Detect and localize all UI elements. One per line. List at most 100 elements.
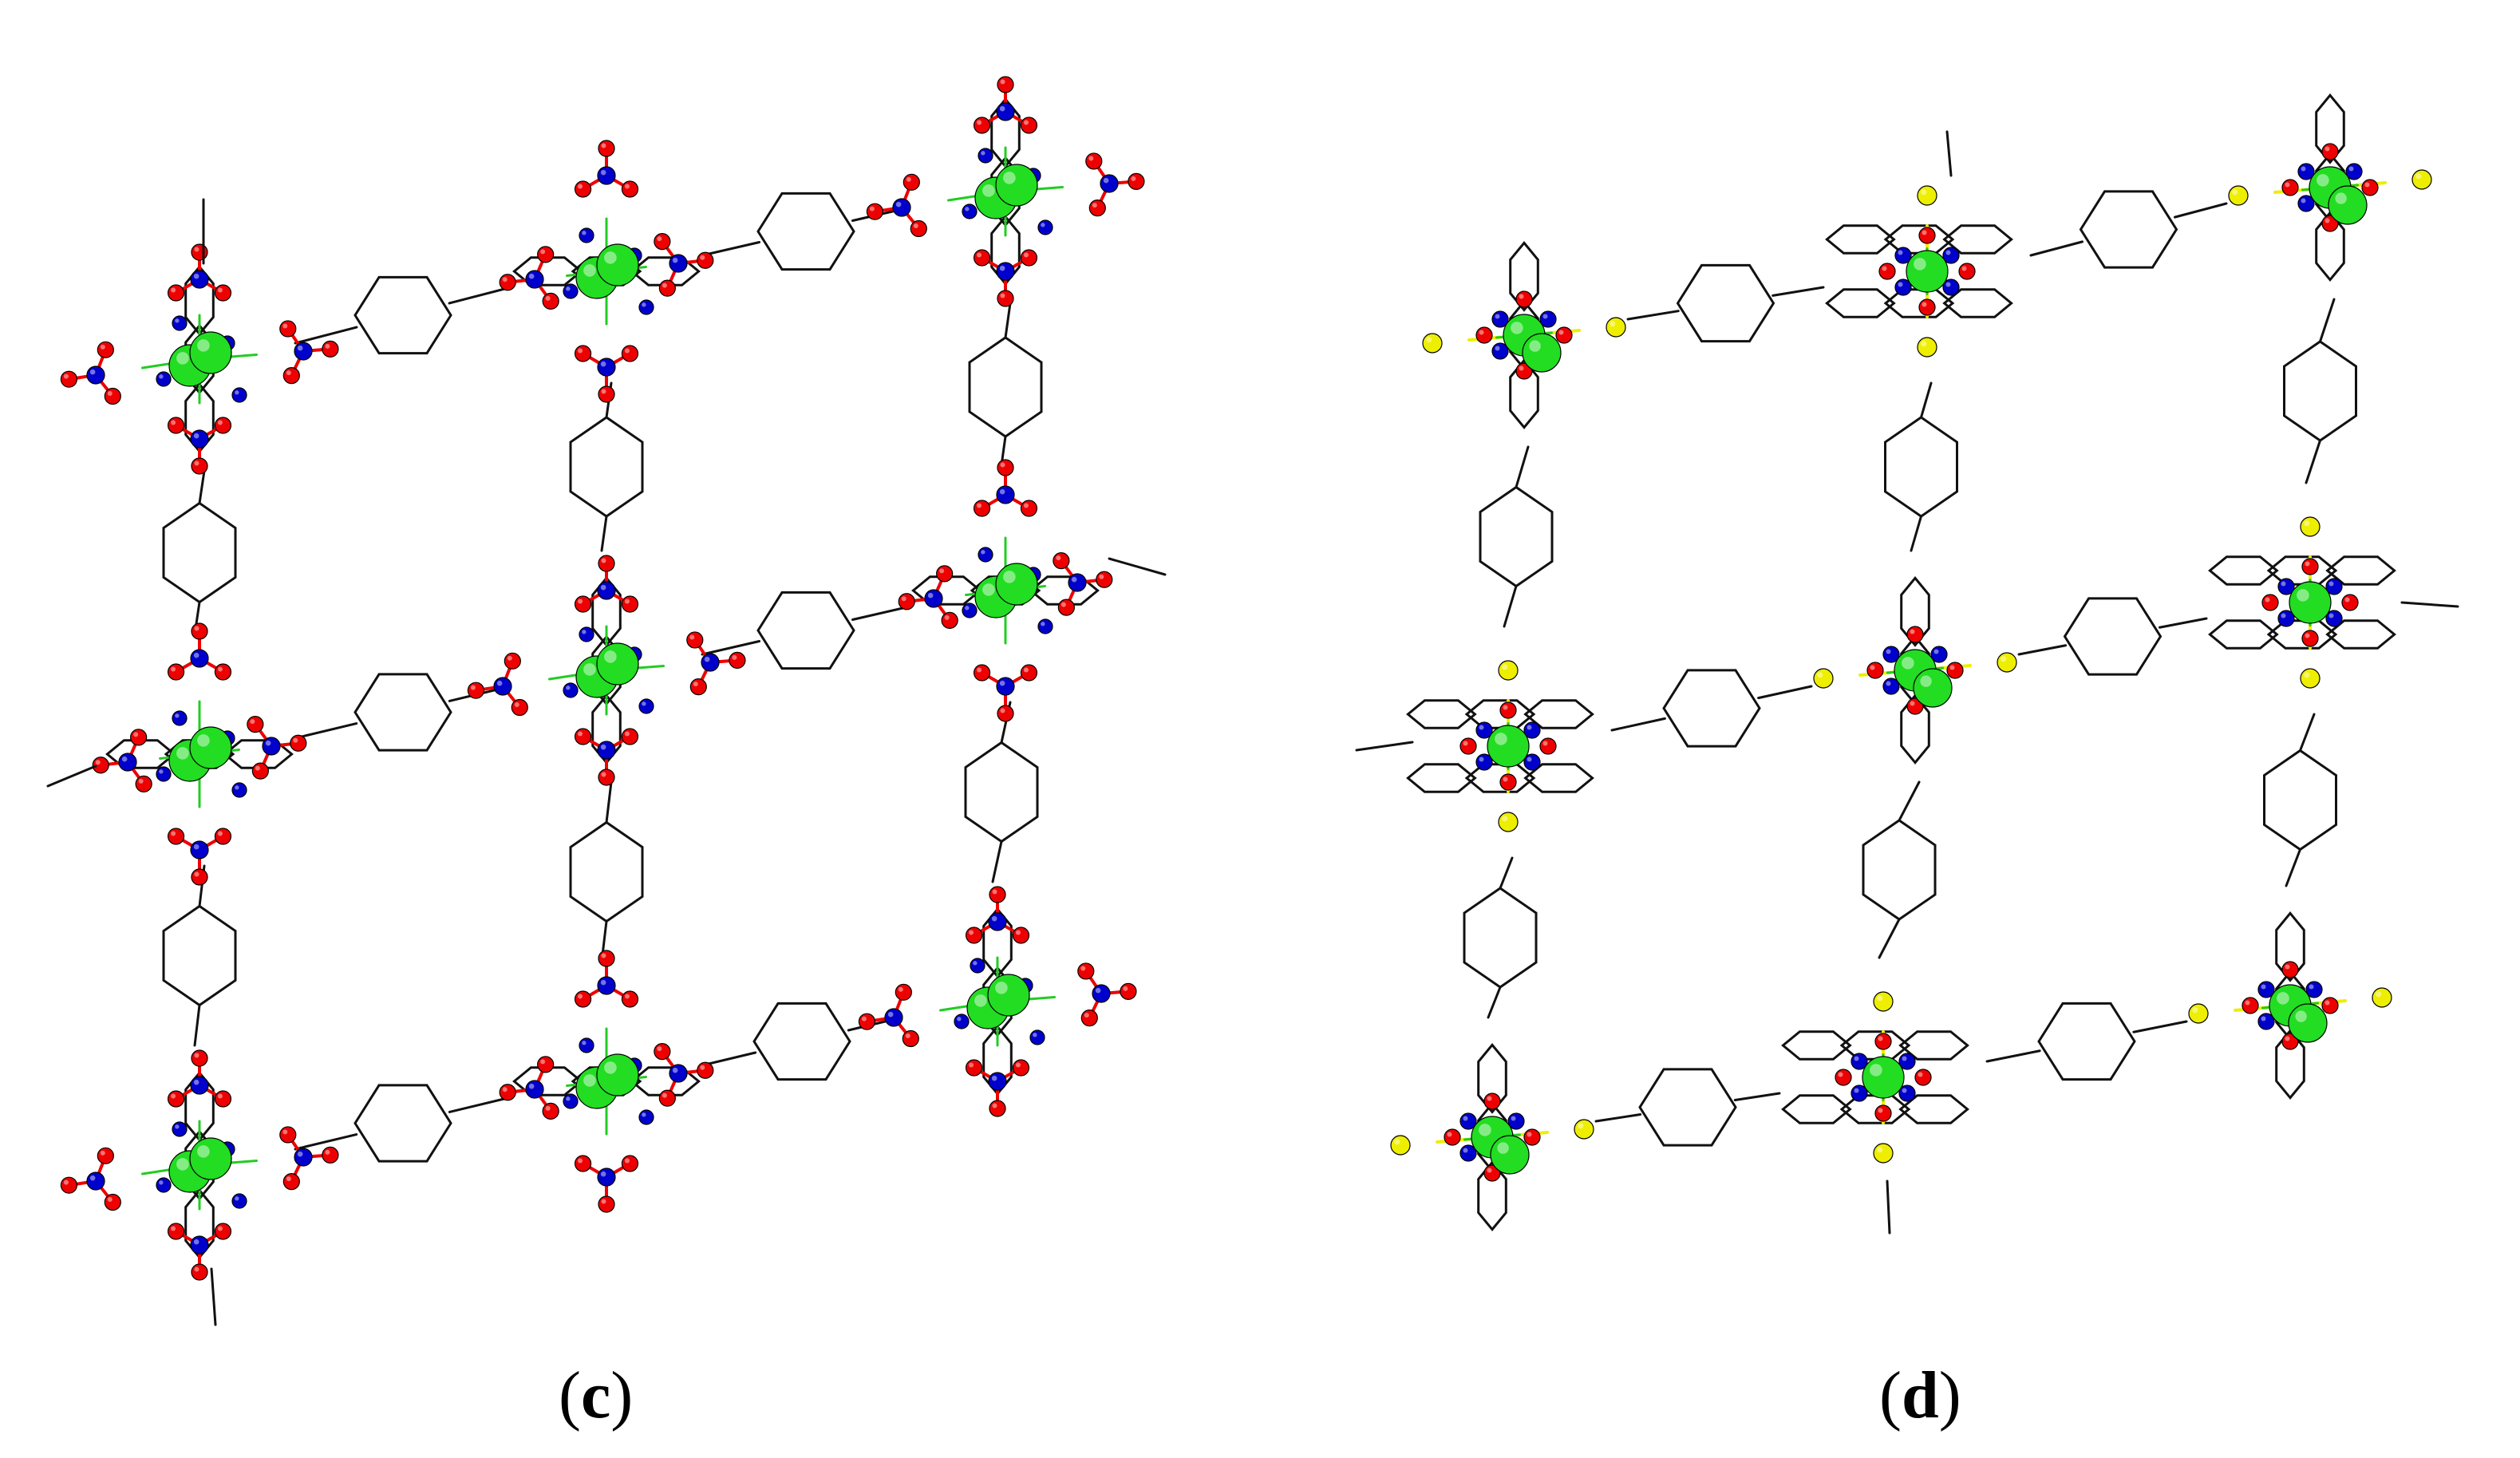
nitrate-group <box>574 345 639 403</box>
nitrogen-atom <box>1491 310 1509 328</box>
oxygen-atom-highlight <box>578 731 583 737</box>
oxygen-atom-sphere <box>2281 1033 2299 1050</box>
sulfur-atom <box>1498 812 1519 832</box>
benzene-ring <box>2079 190 2178 269</box>
oxygen-atom-highlight <box>624 1158 630 1164</box>
sulfur-atom-sphere <box>1498 660 1519 681</box>
nitrogen-atom <box>638 698 654 714</box>
metal-node <box>1422 241 1626 429</box>
oxygen-atom <box>1012 927 1030 944</box>
sulfur-atom <box>1422 333 1443 354</box>
linker-bond <box>2132 1020 2188 1033</box>
oxygen-atom-highlight <box>700 1065 705 1070</box>
oxygen-atom-highlight <box>977 667 982 673</box>
vertical-linker <box>569 381 644 552</box>
nitrogen-atom-highlight <box>1945 282 1951 287</box>
nitrogen-atom <box>2257 981 2275 998</box>
nitrogen-atom-highlight <box>193 1239 199 1245</box>
terminal-bond <box>1886 1179 1891 1235</box>
nitrogen-atom-highlight <box>991 915 997 922</box>
nitrogen-atom <box>978 148 993 164</box>
nitrogen-atom <box>2257 1013 2275 1030</box>
nitrogen-atom <box>294 342 313 361</box>
oxygen-atom <box>697 1061 714 1079</box>
oxygen-atom-highlight <box>2305 561 2310 567</box>
oxygen-atom-highlight <box>1910 629 1915 634</box>
oxygen-atom-sphere <box>997 705 1014 722</box>
oxygen-atom-highlight <box>2344 597 2350 603</box>
oxygen-atom-sphere <box>1459 737 1477 755</box>
oxygen-atom-highlight <box>194 247 199 252</box>
sulfur-atom-sphere <box>1606 317 1626 338</box>
nitrogen-atom <box>231 782 247 798</box>
oxygen-atom-highlight <box>1949 665 1955 670</box>
nitrogen-atom-highlight <box>235 1196 239 1201</box>
nitrate-group <box>279 320 339 385</box>
oxygen-atom-highlight <box>601 1199 606 1204</box>
nitrogen-atom-highlight <box>2309 984 2314 990</box>
oxygen-atom-sphere <box>279 1126 297 1144</box>
oxygen-atom <box>598 1195 615 1213</box>
metal-atom-highlight <box>1003 571 1016 583</box>
oxygen-atom-sphere <box>1878 263 1896 280</box>
oxygen-atom-sphere <box>1906 697 1924 715</box>
nitrogen-atom-highlight <box>642 302 646 307</box>
oxygen-atom <box>1878 263 1896 280</box>
nitrogen-atom-highlight <box>297 1151 303 1157</box>
nitrogen-atom-highlight <box>175 1124 180 1129</box>
oxygen-atom <box>598 385 615 403</box>
nitrogen-atom-sphere <box>1539 310 1557 328</box>
linker-bond <box>701 1051 757 1067</box>
oxygen-atom <box>895 983 912 1001</box>
oxygen-atom-highlight <box>1527 1132 1532 1137</box>
metal-atom <box>596 1053 639 1096</box>
nitrogen-atom-highlight <box>175 713 180 718</box>
sulfur-atom <box>1917 185 1937 206</box>
nitrate-group <box>654 233 714 297</box>
oxygen-atom-sphere <box>60 1176 77 1194</box>
oxygen-atom-highlight <box>1000 462 1005 468</box>
oxygen-atom <box>214 284 232 302</box>
oxygen-atom <box>1020 500 1038 517</box>
metal-node <box>1825 185 2013 358</box>
benzene-ring <box>1676 263 1775 343</box>
oxygen-atom-highlight <box>133 732 139 737</box>
nitrogen-atom <box>2277 610 2295 627</box>
oxygen-atom-sphere <box>936 565 954 583</box>
nitrogen-atom-sphere <box>118 753 137 772</box>
oxygen-atom-sphere <box>1906 626 1924 643</box>
oxygen-atom-sphere <box>1077 962 1095 980</box>
oxygen-atom-sphere <box>542 292 559 310</box>
oxygen-atom <box>214 1090 232 1108</box>
nitrogen-atom <box>597 741 616 760</box>
oxygen-atom-highlight <box>217 1226 223 1231</box>
nitrogen-atom-sphere <box>2297 163 2315 180</box>
nitrogen-atom-highlight <box>981 550 985 555</box>
nitrogen-atom-sphere <box>262 737 281 756</box>
oxygen-atom-sphere <box>1053 552 1070 570</box>
nitrogen-atom-highlight <box>2261 984 2266 990</box>
linker-bond <box>1910 515 1922 552</box>
metal-atom-highlight <box>197 1145 210 1158</box>
oxygen-atom-highlight <box>906 176 911 182</box>
nitrogen-atom <box>231 387 247 403</box>
nitrogen-atom-highlight <box>1041 223 1045 227</box>
nitrogen-atom <box>1942 247 1960 264</box>
sulfur-atom-highlight <box>2415 173 2422 180</box>
nitrogen-atom-sphere <box>1942 279 1960 296</box>
nitrogen-atom-sphere <box>156 371 172 387</box>
benzene-ring <box>354 673 452 752</box>
linker-bond <box>1898 780 1921 822</box>
oxygen-atom <box>1918 298 1936 316</box>
benzene-ring <box>569 820 644 923</box>
oxygen-atom <box>1088 200 1106 217</box>
metal-atom-highlight <box>583 1074 596 1087</box>
nitrogen-atom <box>190 1076 209 1095</box>
vertical-linker <box>968 302 1043 472</box>
nitrogen-atom-sphere <box>525 270 544 289</box>
linker-bond <box>600 515 608 552</box>
nitrogen-atom-highlight <box>193 844 199 850</box>
oxygen-atom <box>214 663 232 681</box>
sulfur-atom-sphere <box>1917 185 1937 206</box>
